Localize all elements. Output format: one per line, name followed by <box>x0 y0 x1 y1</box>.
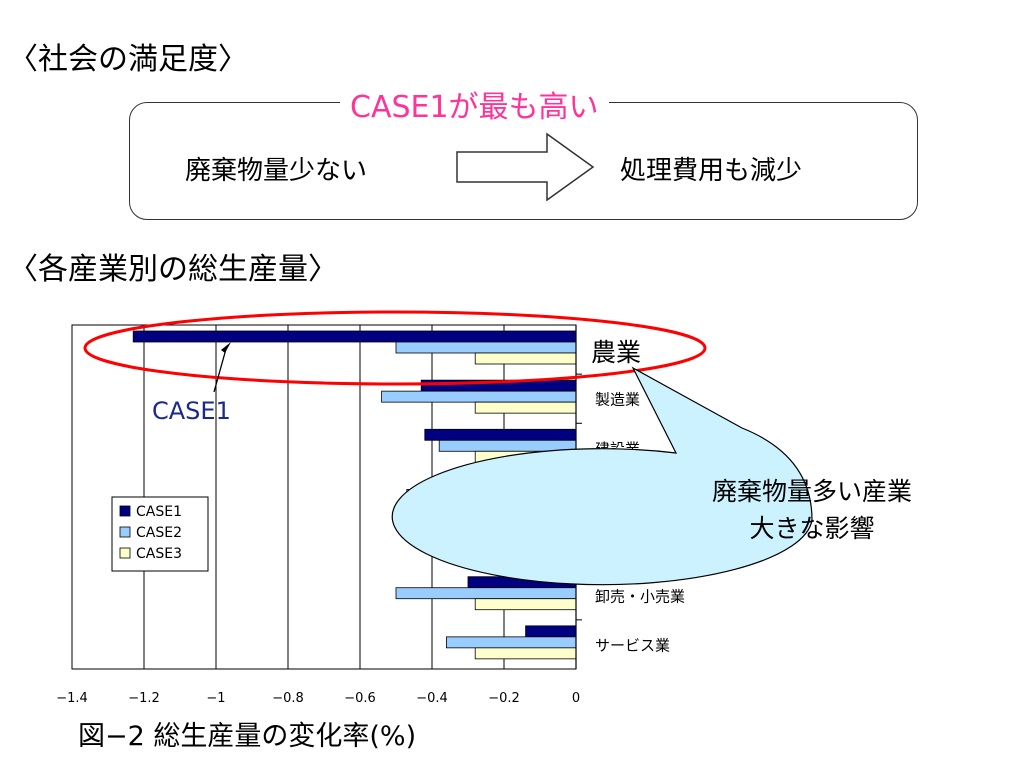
x-tick-label: 0 <box>572 691 580 706</box>
bar-case1-6 <box>525 625 577 638</box>
category-label: サービス業 <box>595 636 670 654</box>
bar-case1-0 <box>132 330 577 343</box>
case1-pointer-label: CASE1 <box>152 397 231 425</box>
bar-case2-1 <box>381 390 577 403</box>
legend-label: CASE1 <box>136 504 182 520</box>
legend-swatch <box>119 526 131 538</box>
bar-case2-2 <box>438 439 577 452</box>
x-tick-label: −0.2 <box>488 691 520 706</box>
category-label: 製造業 <box>595 391 640 409</box>
callout-line-2: 大きな影響 <box>749 514 874 543</box>
x-tick-labels: −1.4 −1.2 −1 −0.8 −0.6 −0.4 −0.2 0 <box>56 691 580 706</box>
x-tick-label: −0.4 <box>416 691 448 706</box>
x-tick-label: −0.6 <box>344 691 376 706</box>
legend-label: CASE3 <box>136 546 182 562</box>
callout-bubble <box>391 366 813 586</box>
bar-case1-2 <box>424 428 577 441</box>
right-arrow-icon <box>456 132 595 202</box>
bar-case3-1 <box>474 401 577 414</box>
bar-case2-6 <box>445 636 577 649</box>
chart-caption: 図−2 総生産量の変化率(%) <box>78 721 417 752</box>
highlight-label: 農業 <box>591 338 641 367</box>
summary-title: CASE1が最も高い <box>340 82 609 126</box>
x-tick-label: −1.2 <box>128 691 160 706</box>
callout-line-1: 廃棄物量多い産業 <box>712 477 912 506</box>
agriculture-highlight-ellipse <box>83 310 707 386</box>
case1-pointer-arrowhead <box>221 342 231 353</box>
case1-pointer-line <box>213 348 227 393</box>
bar-case3-6 <box>474 647 577 660</box>
legend-swatch <box>119 505 131 517</box>
production-heading: 〈各産業別の総生産量〉 <box>8 252 338 287</box>
summary-left-text: 廃棄物量少ない <box>185 156 368 186</box>
category-label: 卸売・小売業 <box>595 587 685 605</box>
satisfaction-heading: 〈社会の満足度〉 <box>8 42 248 77</box>
summary-right-text: 処理費用も減少 <box>620 156 803 186</box>
bar-case2-5 <box>395 587 577 600</box>
x-tick-label: −1.4 <box>56 691 88 706</box>
legend-label: CASE2 <box>136 525 182 541</box>
bar-case2-0 <box>395 341 577 354</box>
x-tick-label: −1 <box>206 691 225 706</box>
x-tick-label: −0.8 <box>272 691 304 706</box>
bar-case3-0 <box>474 352 577 365</box>
legend-swatch <box>119 547 131 559</box>
bar-case3-5 <box>474 598 577 611</box>
